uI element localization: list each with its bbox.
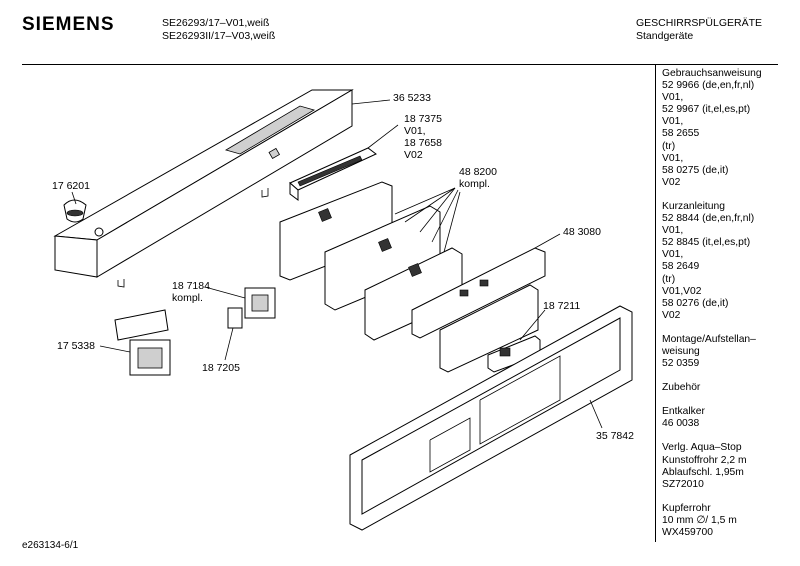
header-divider (22, 64, 778, 65)
document-line: Gebrauchsanweisung (662, 68, 762, 79)
document-line: Zubehör (662, 382, 701, 394)
document-line: 58 0276 (de,it) (662, 297, 729, 309)
document-line: V01, (662, 152, 684, 164)
document-line: Entkalker (662, 406, 705, 418)
control-panel-fascia[interactable] (53, 89, 354, 288)
document-line: (tr) (662, 273, 676, 285)
category-line-1: GESCHIRRSPÜLGERÄTE (636, 17, 763, 29)
part-label-488200: 48 8200 kompl. (459, 166, 497, 190)
part-label-187375-line: V02 (404, 149, 423, 161)
category-line-2: Standgeräte (636, 30, 694, 42)
document-line: V01, (662, 116, 684, 128)
document-line: 46 0038 (662, 418, 700, 430)
part-label-357842: 35 7842 (596, 430, 634, 442)
document-line: Montage/Aufstellan– (662, 333, 756, 345)
document-line: 52 9966 (de,en,fr,nl) (662, 80, 755, 92)
document-line: SZ72010 (662, 478, 704, 490)
document-line: Kupferrohr (662, 502, 711, 514)
control-frame[interactable] (349, 305, 633, 531)
document-group: Zubehör (662, 382, 798, 394)
part-label-175338: 17 5338 (57, 340, 95, 352)
part-label-187375-line: 18 7658 (404, 137, 442, 149)
document-line: 58 2649 (662, 261, 700, 273)
document-line: V01,V02 (662, 285, 702, 297)
part-label-365233: 36 5233 (393, 92, 431, 104)
document-line: 52 0359 (662, 358, 700, 370)
document-line: Kunstoffrohr 2,2 m (662, 454, 747, 466)
document-line: WX459700 (662, 527, 713, 538)
part-label-488200-line: kompl. (459, 178, 490, 190)
document-line: weisung (662, 345, 700, 357)
document-line: 10 mm ∅/ 1,5 m (662, 514, 737, 526)
document-line: 52 9967 (it,el,es,pt) (662, 104, 751, 116)
part-label-187184: 18 7184 kompl. (172, 280, 210, 304)
document-line: V02 (662, 309, 681, 321)
brand-logo: SIEMENS (22, 14, 115, 35)
part-label-187375: 18 7375 V01, 18 7658 V02 (404, 113, 442, 161)
document-line: Kurzanleitung (662, 200, 725, 212)
relay-assembly[interactable] (227, 287, 276, 329)
document-line: 52 8845 (it,el,es,pt) (662, 237, 751, 249)
part-label-187184-line: kompl. (172, 292, 203, 304)
part-label-483080: 48 3080 (563, 226, 601, 238)
document-line: Verlg. Aqua–Stop (662, 442, 742, 454)
part-label-187205: 18 7205 (202, 362, 240, 374)
document-line: Ablaufschl. 1,95m (662, 466, 744, 478)
document-line: V01, (662, 225, 684, 237)
part-label-176201: 17 6201 (52, 180, 90, 192)
model-line-1: SE26293/17–V01,weiß (162, 17, 270, 29)
sidebar-divider (655, 64, 656, 542)
document-line: V01, (662, 92, 684, 104)
category: GESCHIRRSPÜLGERÄTE Standgeräte (636, 17, 762, 43)
relay-block[interactable] (114, 309, 171, 376)
document-line: (tr) (662, 140, 676, 152)
selector-knob[interactable] (63, 199, 87, 223)
part-label-187375-line: 18 7375 (404, 113, 442, 125)
document-line: V01, (662, 249, 684, 261)
document-line: 52 8844 (de,en,fr,nl) (662, 213, 755, 225)
part-label-187184-line: 18 7184 (172, 280, 210, 292)
module-bracket[interactable] (411, 247, 546, 373)
document-line: 58 2655 (662, 128, 700, 140)
part-label-488200-line: 48 8200 (459, 166, 497, 178)
model-line-2: SE26293II/17–V03,weiß (162, 30, 276, 42)
drawing-code: e263134-6/1 (22, 540, 79, 551)
model-designation: SE26293/17–V01,weiß SE26293II/17–V03,wei… (162, 17, 275, 43)
part-label-187375-line: V01, (404, 125, 426, 137)
electronic-module-assembly[interactable] (279, 181, 463, 341)
document-line: 58 0275 (de,it) (662, 164, 729, 176)
display-board[interactable] (289, 147, 377, 201)
part-label-187211: 18 7211 (543, 300, 581, 312)
document-line: V02 (662, 176, 681, 188)
